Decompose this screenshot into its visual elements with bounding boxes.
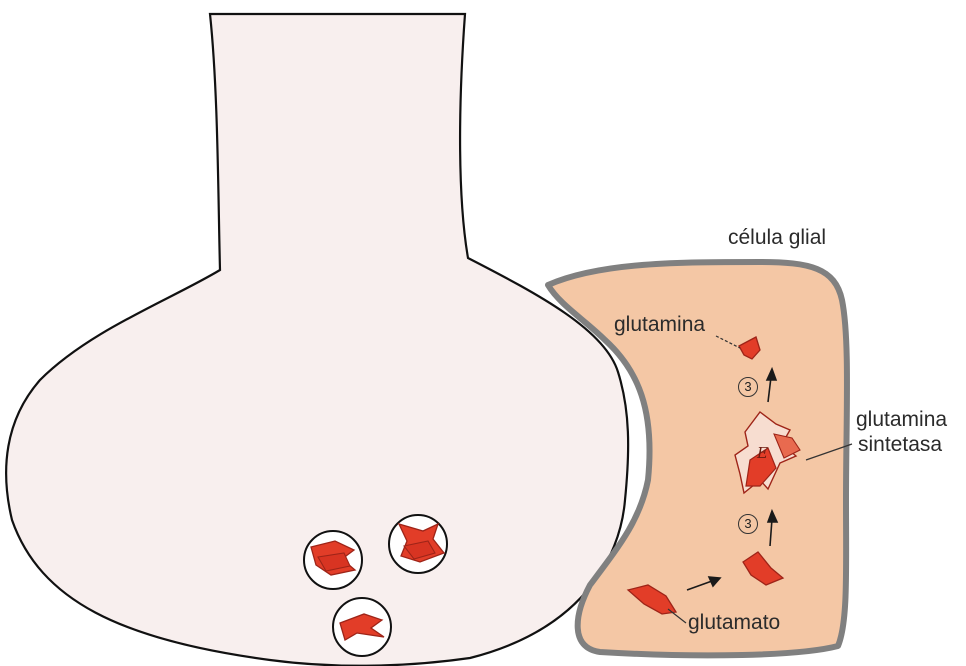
glutamine-label: glutamina [614, 313, 705, 337]
synaptic-vesicle [333, 598, 391, 656]
synaptic-vesicle [389, 515, 447, 573]
glutamine-synthetase-label-line1: glutamina [856, 408, 947, 432]
glutamine-synthetase-label-line2: sintetasa [858, 433, 942, 457]
step-number-badge: 3 [738, 377, 758, 397]
step-number-badge: 3 [738, 514, 758, 534]
enzyme-letter: E [756, 444, 768, 462]
glutamate-label: glutamato [688, 611, 780, 635]
glial-cell-label: célula glial [728, 226, 826, 250]
synaptic-vesicle [304, 531, 362, 589]
